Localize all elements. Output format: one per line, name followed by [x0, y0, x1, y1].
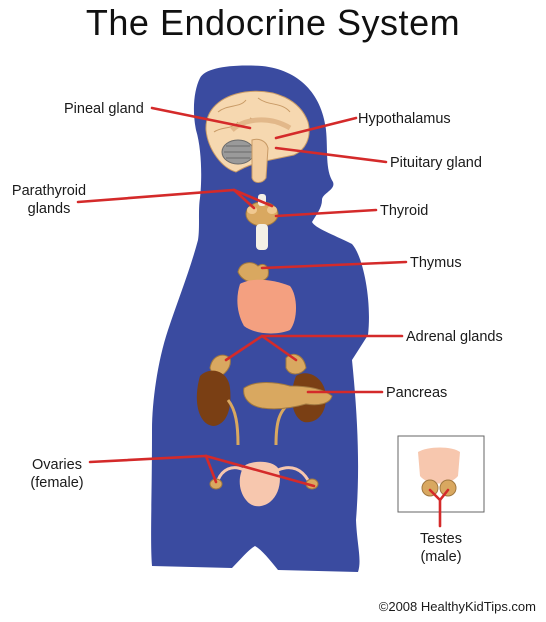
label-testes: Testes (male) — [404, 530, 478, 566]
leader-pituitary — [274, 146, 388, 164]
label-ovaries: Ovaries (female) — [22, 456, 92, 492]
leader-hypothalamus — [274, 116, 358, 140]
label-ovaries-line2: (female) — [30, 475, 84, 491]
page-title: The Endocrine System — [85, 2, 461, 43]
label-thymus: Thymus — [410, 255, 462, 271]
leader-adrenal-b — [260, 334, 298, 362]
label-thyroid: Thyroid — [380, 203, 429, 219]
label-adrenal-glands: Adrenal glands — [406, 329, 503, 345]
trachea — [256, 224, 268, 250]
leader-parathyroid-b — [232, 188, 274, 208]
copyright-text: ©2008 HealthyKidTips.com — [378, 599, 536, 614]
leader-thyroid — [274, 208, 378, 218]
label-testes-line2: (male) — [420, 549, 462, 565]
testis-left — [421, 479, 439, 497]
label-pituitary-gland: Pituitary gland — [390, 155, 482, 171]
leader-lines — [76, 106, 450, 528]
leader-testes-b — [438, 488, 450, 502]
pancreas — [243, 382, 333, 410]
label-pancreas: Pancreas — [386, 385, 448, 401]
testis-right — [439, 479, 457, 497]
leader-ovaries-b — [204, 454, 316, 488]
label-testes-line1: Testes — [420, 531, 462, 547]
label-parathyroid-glands: Parathyroid glands — [8, 182, 90, 218]
leader-pineal — [150, 106, 252, 130]
label-parathyroid-line2: glands — [27, 201, 71, 217]
label-hypothalamus: Hypothalamus — [358, 111, 451, 127]
brainstem — [251, 138, 269, 183]
label-parathyroid-line1: Parathyroid — [11, 183, 87, 199]
kidney-left — [196, 370, 231, 426]
leader-thymus — [260, 260, 408, 270]
label-ovaries-line1: Ovaries — [32, 457, 82, 473]
adrenal-right — [285, 353, 307, 375]
heart — [237, 279, 296, 334]
label-pineal-gland: Pineal gland — [64, 101, 144, 117]
